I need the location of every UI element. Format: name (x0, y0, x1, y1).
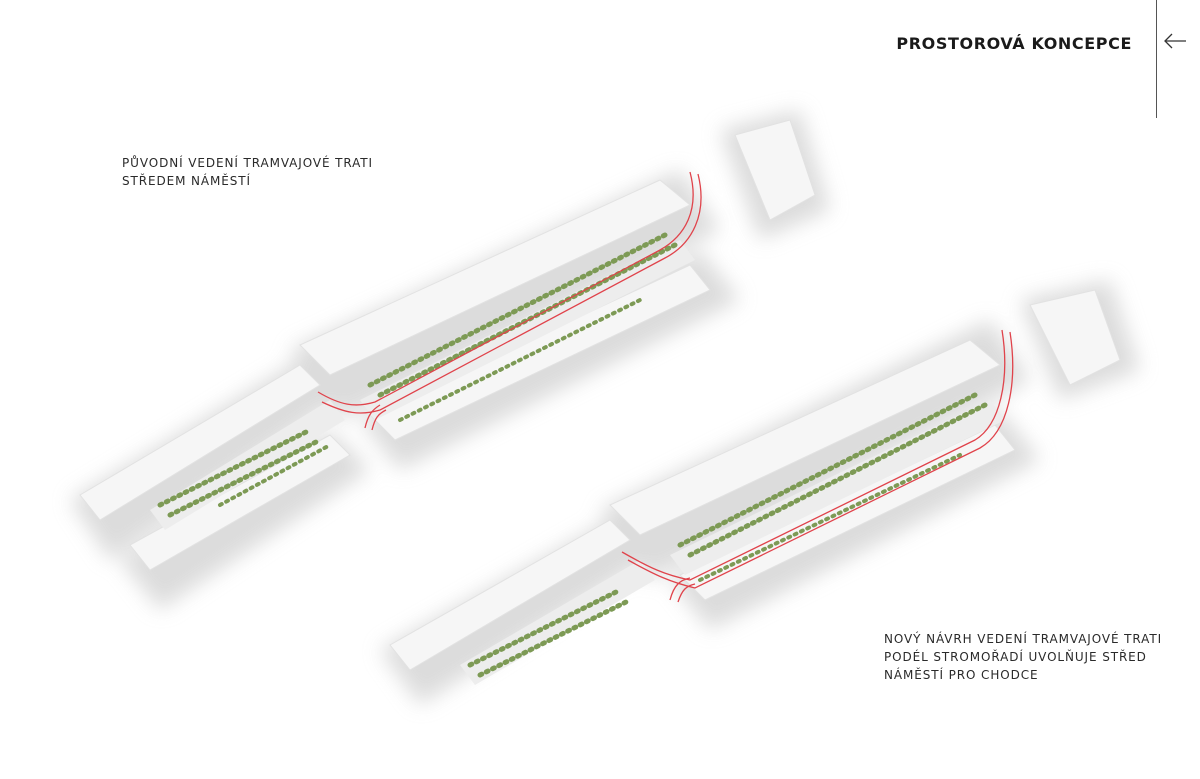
tram-line (621, 329, 1014, 603)
arrow-left-icon (1164, 33, 1186, 49)
plan-proposal (380, 280, 1140, 705)
tram-line (317, 171, 702, 431)
caption-line: STŘEDEM NÁMĚSTÍ (122, 174, 251, 188)
header-divider (1156, 0, 1157, 118)
building-blocks (389, 289, 1121, 671)
tree-rows (467, 392, 988, 678)
caption-line: PODÉL STROMOŘADÍ UVOLŇUJE STŘED (884, 650, 1147, 664)
caption-line: NÁMĚSTÍ PRO CHODCE (884, 668, 1039, 682)
caption-new-proposal: NOVÝ NÁVRH VEDENÍ TRAMVAJOVÉ TRATI PODÉL… (884, 630, 1162, 684)
caption-line: PŮVODNÍ VEDENÍ TRAMVAJOVÉ TRATI (122, 156, 373, 170)
plan-original (70, 110, 830, 610)
caption-original-route: PŮVODNÍ VEDENÍ TRAMVAJOVÉ TRATI STŘEDEM … (122, 154, 373, 190)
caption-line: NOVÝ NÁVRH VEDENÍ TRAMVAJOVÉ TRATI (884, 632, 1163, 646)
page-title: PROSTOROVÁ KONCEPCE (896, 34, 1132, 53)
square-surface (150, 240, 695, 530)
back-button[interactable] (1160, 26, 1190, 56)
